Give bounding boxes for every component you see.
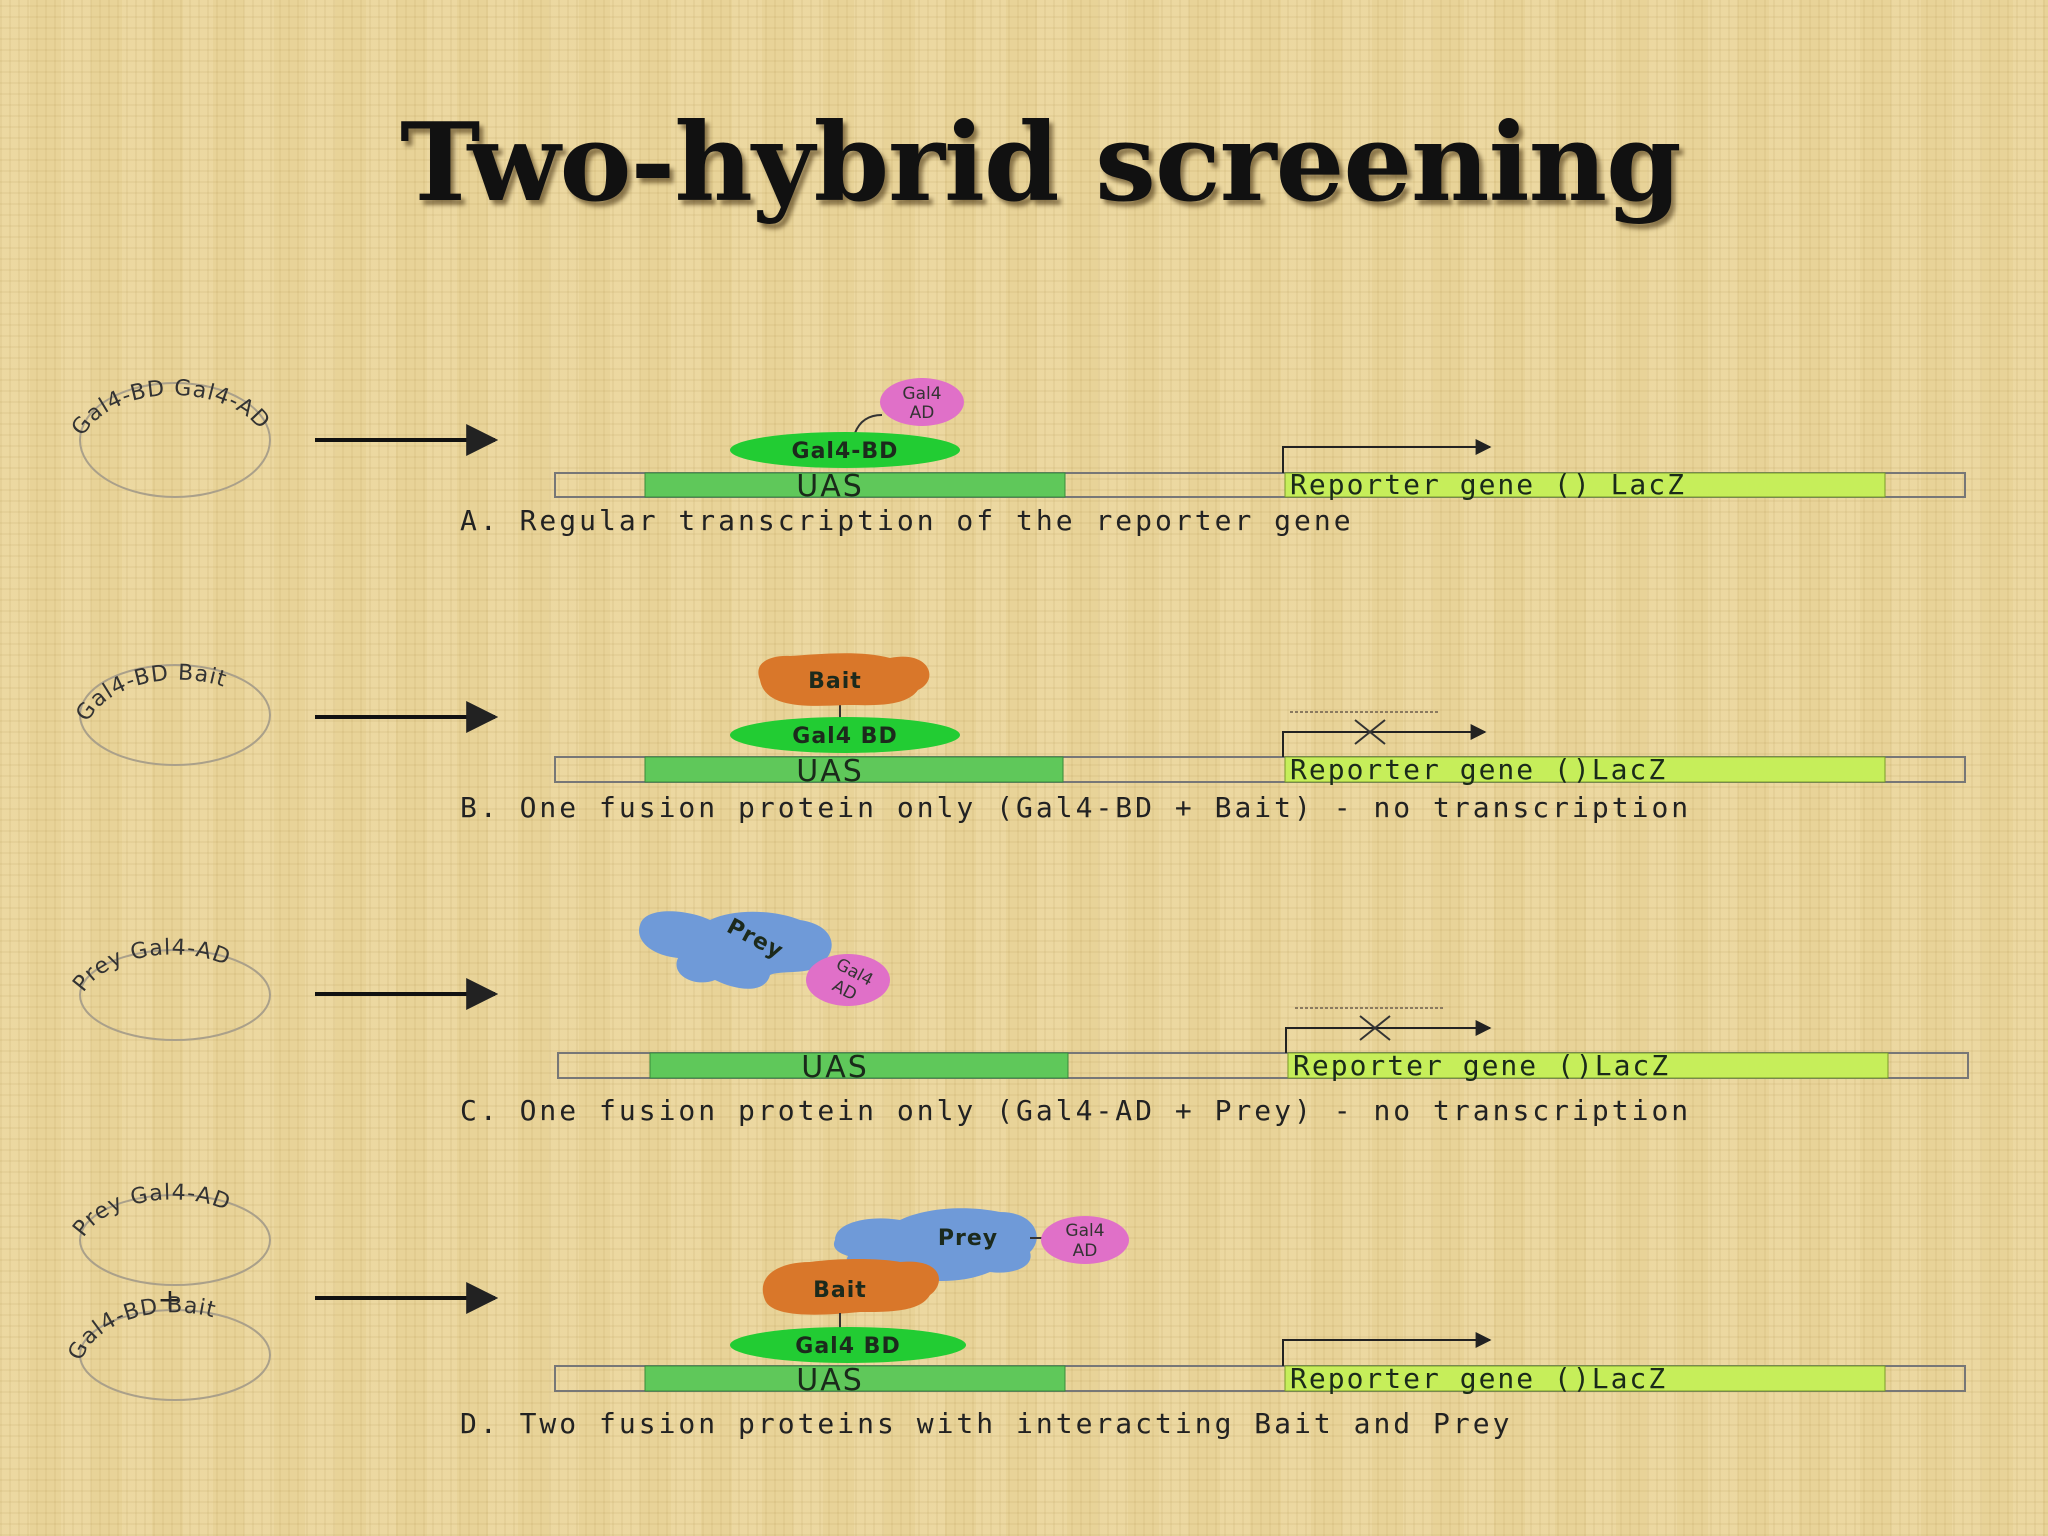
plasmid-c-label: Prey Gal4-AD bbox=[68, 935, 234, 996]
uas-label-b: UAS bbox=[796, 754, 864, 789]
plasmid-a-label: Gal4-BD Gal4-AD bbox=[67, 376, 275, 441]
panel-b: Gal4-BD Bait UAS Reporter gene ()LacZ Ba… bbox=[71, 653, 1965, 824]
reporter-label-b: Reporter gene ()LacZ bbox=[1290, 753, 1667, 786]
gal4-ad-label-a-2: AD bbox=[910, 403, 935, 423]
plasmid-d-top-label: Prey Gal4-AD bbox=[68, 1180, 234, 1241]
bait-label-d: Bait bbox=[813, 1278, 867, 1303]
gal4-bd-label-a: Gal4-BD bbox=[792, 439, 899, 464]
reporter-label-a: Reporter gene () LacZ bbox=[1290, 468, 1686, 501]
reporter-label-c: Reporter gene ()LacZ bbox=[1293, 1049, 1670, 1082]
panel-c: Prey Gal4-AD UAS Reporter gene ()LacZ Pr… bbox=[68, 911, 1968, 1127]
gal4-ad-label-d-2: AD bbox=[1073, 1241, 1098, 1261]
uas-label-d: UAS bbox=[796, 1363, 864, 1398]
caption-a: A. Regular transcription of the reporter… bbox=[460, 504, 1354, 537]
uas-label-c: UAS bbox=[801, 1050, 869, 1085]
caption-d: D. Two fusion proteins with interacting … bbox=[460, 1407, 1512, 1440]
linker-a bbox=[855, 415, 882, 433]
reporter-label-d: Reporter gene ()LacZ bbox=[1290, 1362, 1667, 1395]
gal4-ad-label-a-1: Gal4 bbox=[902, 384, 941, 404]
gal4-bd-label-d: Gal4 BD bbox=[795, 1334, 900, 1359]
panel-d: Prey Gal4-AD + Gal4-BD Bait UAS Reporter… bbox=[64, 1180, 1965, 1440]
plasmid-d-bottom-label: Gal4-BD Bait bbox=[64, 1293, 219, 1364]
caption-c: C. One fusion protein only (Gal4-AD + Pr… bbox=[460, 1094, 1691, 1127]
bait-label-b: Bait bbox=[808, 669, 862, 694]
uas-label-a: UAS bbox=[796, 469, 864, 504]
gal4-bd-label-b: Gal4 BD bbox=[792, 724, 897, 749]
caption-b: B. One fusion protein only (Gal4-BD + Ba… bbox=[460, 791, 1691, 824]
plasmid-b-label: Gal4-BD Bait bbox=[71, 660, 230, 725]
panel-a: Gal4-BD Gal4-AD UAS Reporter gene () Lac… bbox=[67, 376, 1965, 537]
gal4-ad-label-d-1: Gal4 bbox=[1065, 1221, 1104, 1241]
prey-label-d: Prey bbox=[938, 1226, 998, 1251]
